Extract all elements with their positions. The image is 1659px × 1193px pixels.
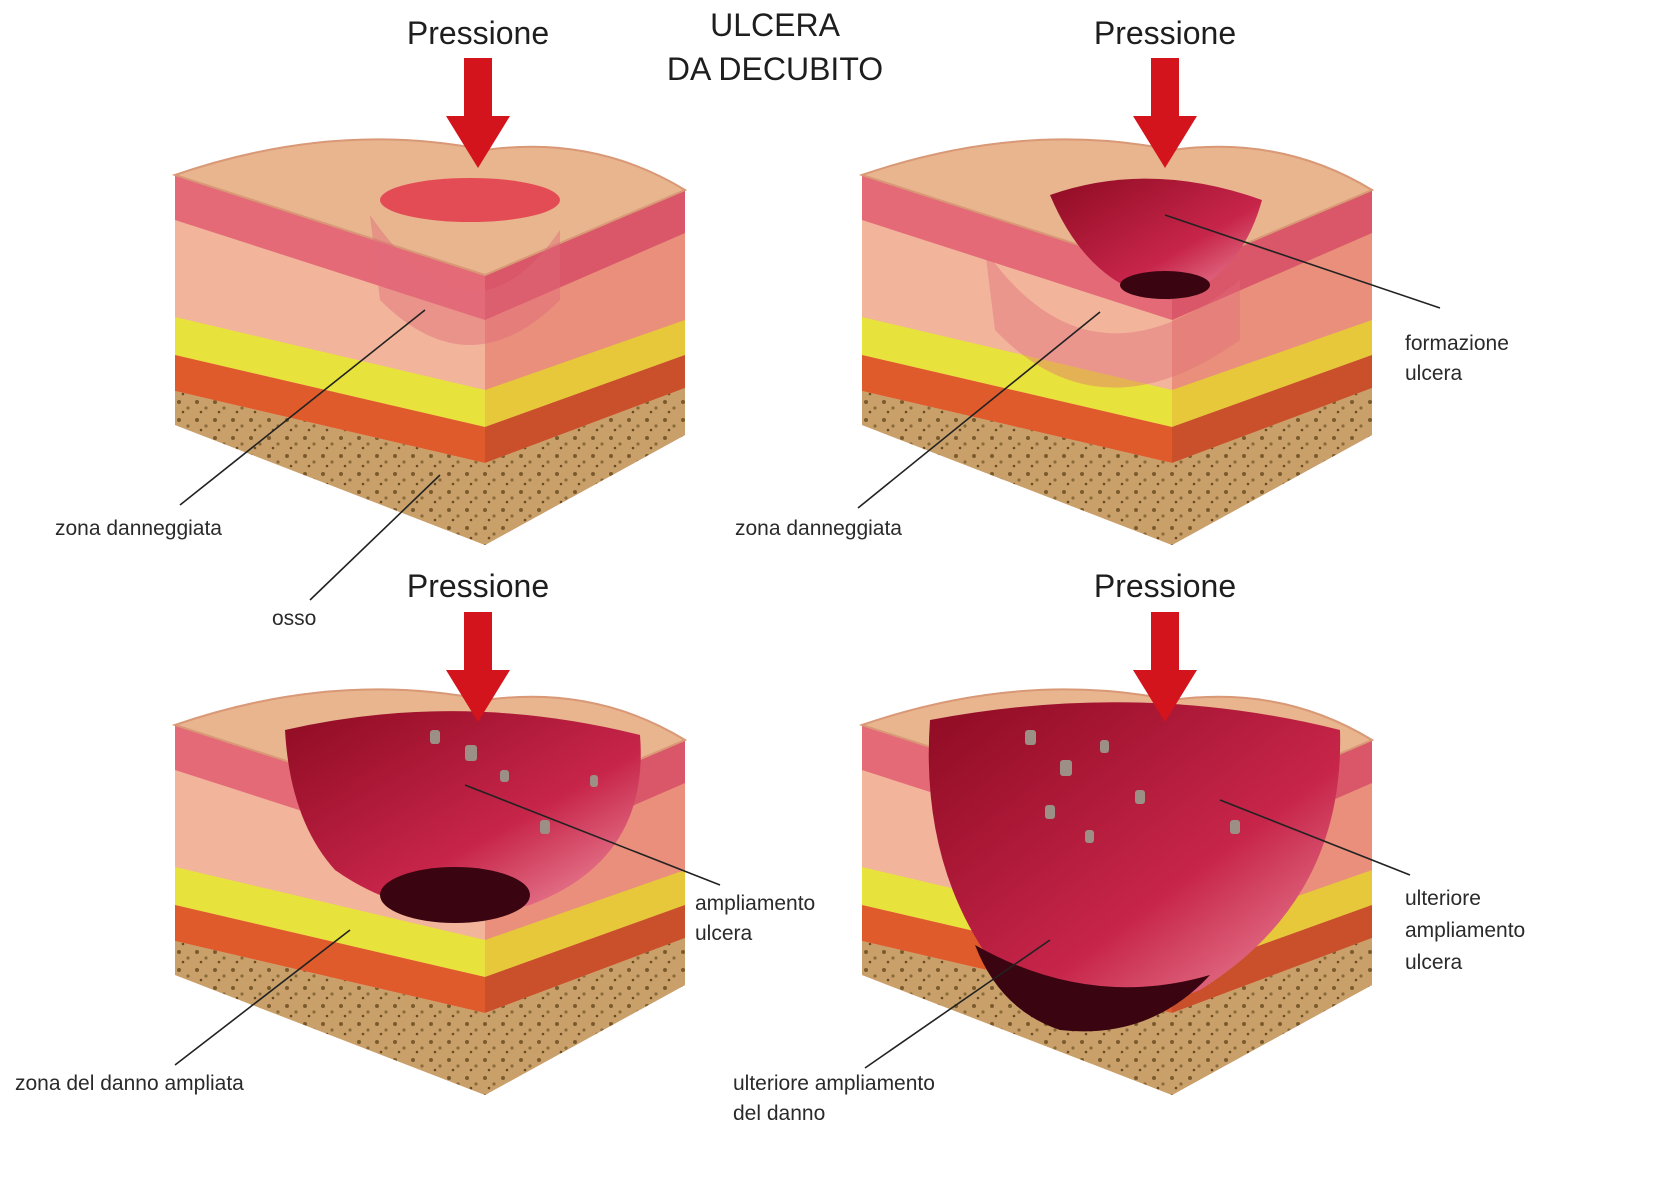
bone-label: osso — [272, 607, 316, 630]
diagram-title: DA DECUBITO — [667, 51, 883, 87]
ulcer-formation-label: formazione — [1405, 332, 1509, 355]
ulcer-crater — [380, 867, 530, 923]
damaged-zone-label: zona danneggiata — [735, 517, 902, 540]
ulcer-enlargement-label: ampliamento — [695, 892, 815, 915]
diagram-title: ULCERA — [710, 7, 840, 43]
pressure-label: Pressione — [407, 15, 549, 51]
panel-stage-1: Pressione zona danneggiata osso — [55, 15, 685, 630]
pressure-label: Pressione — [407, 568, 549, 604]
further-damage-label: del danno — [733, 1102, 825, 1125]
panel-stage-3: Pressione ampliamento ulcera zona del da… — [15, 568, 815, 1095]
damaged-zone-label: zona danneggiata — [55, 517, 222, 540]
damaged-zone — [380, 178, 560, 222]
ulcer-crater — [1120, 271, 1210, 299]
further-damage-label: ulteriore ampliamento — [733, 1072, 935, 1095]
pressure-label: Pressione — [1094, 568, 1236, 604]
further-ulcer-enlargement-label: ulcera — [1405, 951, 1463, 974]
panel-stage-4: Pressione ulteriore ampliamento ulcera u… — [733, 568, 1525, 1125]
ulcer-formation-label: ulcera — [1405, 362, 1463, 385]
enlarged-damage-label: zona del danno ampliata — [15, 1072, 244, 1095]
further-ulcer-enlargement-label: ampliamento — [1405, 919, 1525, 942]
further-ulcer-enlargement-label: ulteriore — [1405, 887, 1481, 910]
pressure-label: Pressione — [1094, 15, 1236, 51]
panel-stage-2: Pressione formazione ulcera zona dannegg… — [735, 15, 1509, 545]
ulcer-enlargement-label: ulcera — [695, 922, 753, 945]
